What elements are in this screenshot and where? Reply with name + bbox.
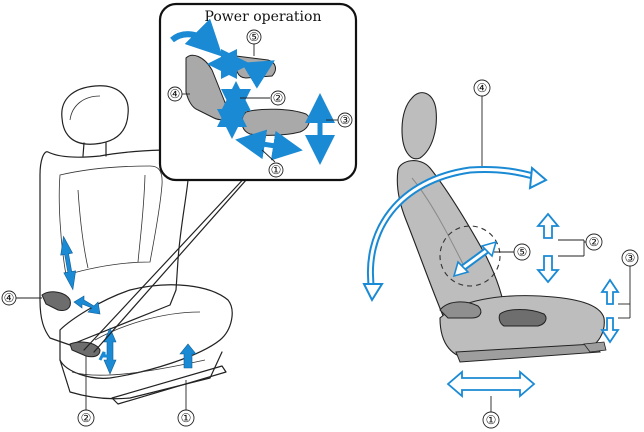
inset-callout-2: ② <box>240 90 286 106</box>
left-callout-4: ④ <box>1 290 42 306</box>
right-seat-illustration <box>396 92 607 363</box>
svg-text:②: ② <box>81 411 92 425</box>
right-adjust-arrows <box>362 165 620 398</box>
left-seat-illustration <box>39 85 263 405</box>
inset-callout-1: ① <box>261 149 284 178</box>
right-callout-2: ② <box>558 233 603 257</box>
inset-title: Power operation <box>205 9 322 25</box>
svg-text:④: ④ <box>4 291 15 305</box>
inset-callout-3: ③ <box>326 112 353 128</box>
svg-text:③: ③ <box>625 251 636 265</box>
right-callout-5: ⑤ <box>494 243 531 261</box>
svg-text:④: ④ <box>477 81 488 95</box>
svg-text:①: ① <box>181 411 192 425</box>
svg-text:③: ③ <box>340 113 351 127</box>
left-callout-1: ① <box>177 380 195 427</box>
svg-text:②: ② <box>589 235 600 249</box>
svg-text:⑤: ⑤ <box>249 30 260 44</box>
left-callout-2: ② <box>77 356 95 427</box>
svg-text:②: ② <box>273 91 284 105</box>
power-operation-inset: Power operation ⑤ ④ ② <box>158 2 358 182</box>
svg-text:①: ① <box>271 163 282 177</box>
right-callout-4: ④ <box>473 79 491 166</box>
svg-text:④: ④ <box>170 87 181 101</box>
svg-text:⑤: ⑤ <box>517 245 528 259</box>
inset-callout-5: ⑤ <box>246 29 262 56</box>
inset-callout-4: ④ <box>167 86 190 102</box>
seat-switch <box>241 108 310 136</box>
right-callout-1: ① <box>482 396 500 429</box>
svg-text:①: ① <box>486 413 497 427</box>
right-callout-3: ③ <box>618 249 639 319</box>
